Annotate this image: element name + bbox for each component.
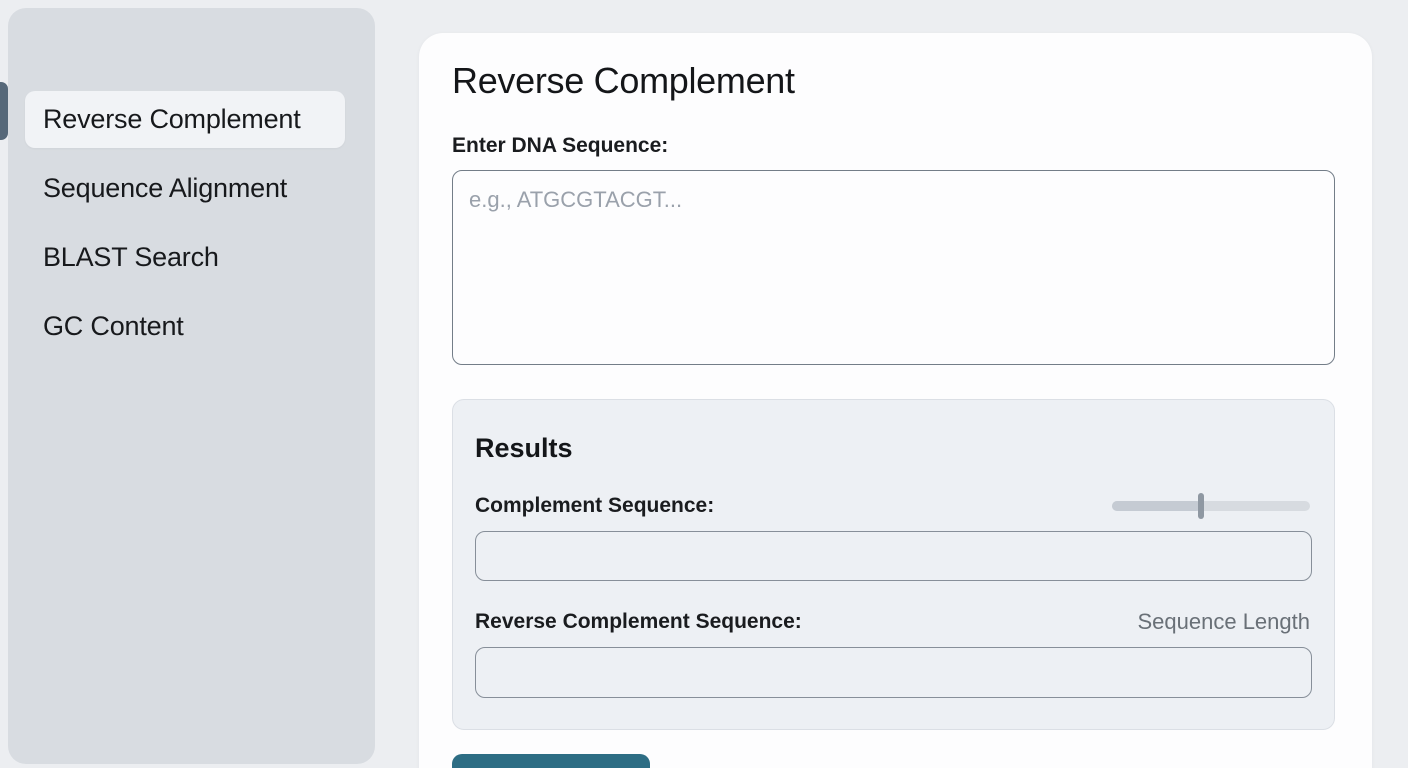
sidebar-item-gc-content[interactable]: GC Content [25, 298, 345, 355]
active-item-indicator [0, 82, 8, 140]
results-title: Results [475, 433, 573, 463]
complement-sequence-field[interactable] [475, 531, 1312, 581]
compute-button[interactable] [452, 754, 650, 768]
complement-sequence-label: Complement Sequence: [475, 494, 715, 517]
results-card: Results Complement Sequence: Reverse Com… [452, 399, 1335, 730]
reverse-complement-sequence-field[interactable] [475, 647, 1312, 698]
sidebar-item-reverse-complement[interactable]: Reverse Complement [25, 91, 345, 148]
sidebar: Reverse Complement Sequence Alignment BL… [8, 8, 375, 764]
sidebar-item-blast-search[interactable]: BLAST Search [25, 229, 345, 286]
main-panel: Reverse Complement Enter DNA Sequence: R… [419, 33, 1372, 768]
slider-fill [1112, 501, 1202, 511]
reverse-complement-sequence-label: Reverse Complement Sequence: [475, 610, 802, 633]
sidebar-item-label: GC Content [43, 311, 184, 341]
sidebar-item-label: Sequence Alignment [43, 173, 288, 203]
sequence-length-slider[interactable] [1112, 493, 1310, 519]
sequence-length-label: Sequence Length [1137, 609, 1311, 634]
sidebar-item-label: Reverse Complement [43, 104, 301, 134]
sidebar-item-label: BLAST Search [43, 242, 219, 272]
sidebar-item-sequence-alignment[interactable]: Sequence Alignment [25, 160, 345, 217]
dna-sequence-input[interactable] [452, 170, 1335, 365]
dna-sequence-label: Enter DNA Sequence: [452, 134, 669, 157]
page-title: Reverse Complement [452, 60, 795, 101]
slider-handle[interactable] [1198, 493, 1205, 519]
sidebar-nav-list: Reverse Complement Sequence Alignment BL… [8, 91, 375, 367]
